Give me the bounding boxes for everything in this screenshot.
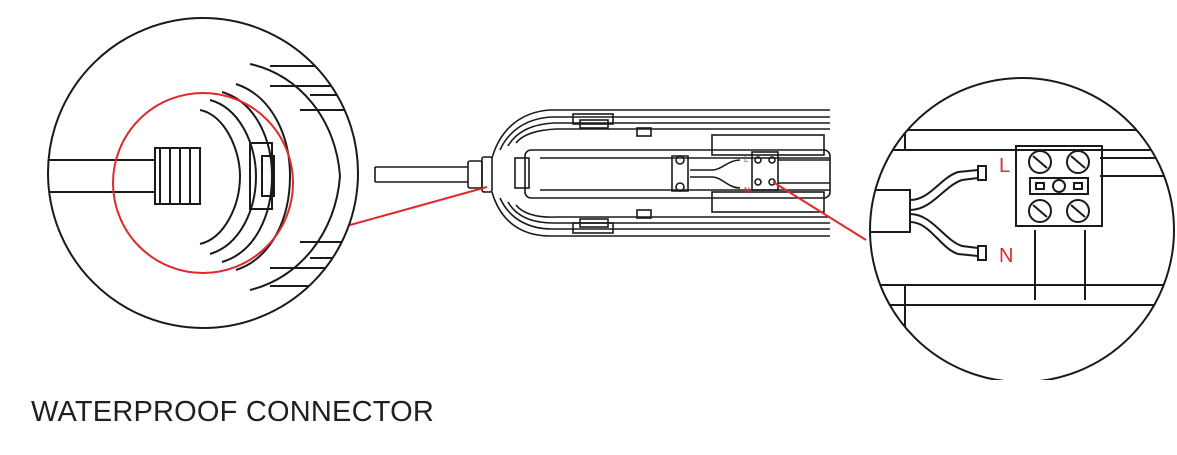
left-detail-circle [47, 17, 359, 329]
right-detail-circle [869, 77, 1175, 380]
live-label: L [999, 155, 1010, 177]
neutral-label: N [999, 245, 1013, 267]
small-live-label: L [744, 155, 749, 164]
left-leader-line [349, 186, 488, 226]
left-highlight-ring [112, 92, 294, 274]
diagram-caption: WATERPROOF CONNECTOR [31, 396, 435, 428]
small-neutral-label: N [744, 186, 750, 195]
connector-diagram: L N [47, 17, 1175, 380]
luminaire-body [374, 109, 831, 237]
right-leader-line [772, 181, 867, 241]
